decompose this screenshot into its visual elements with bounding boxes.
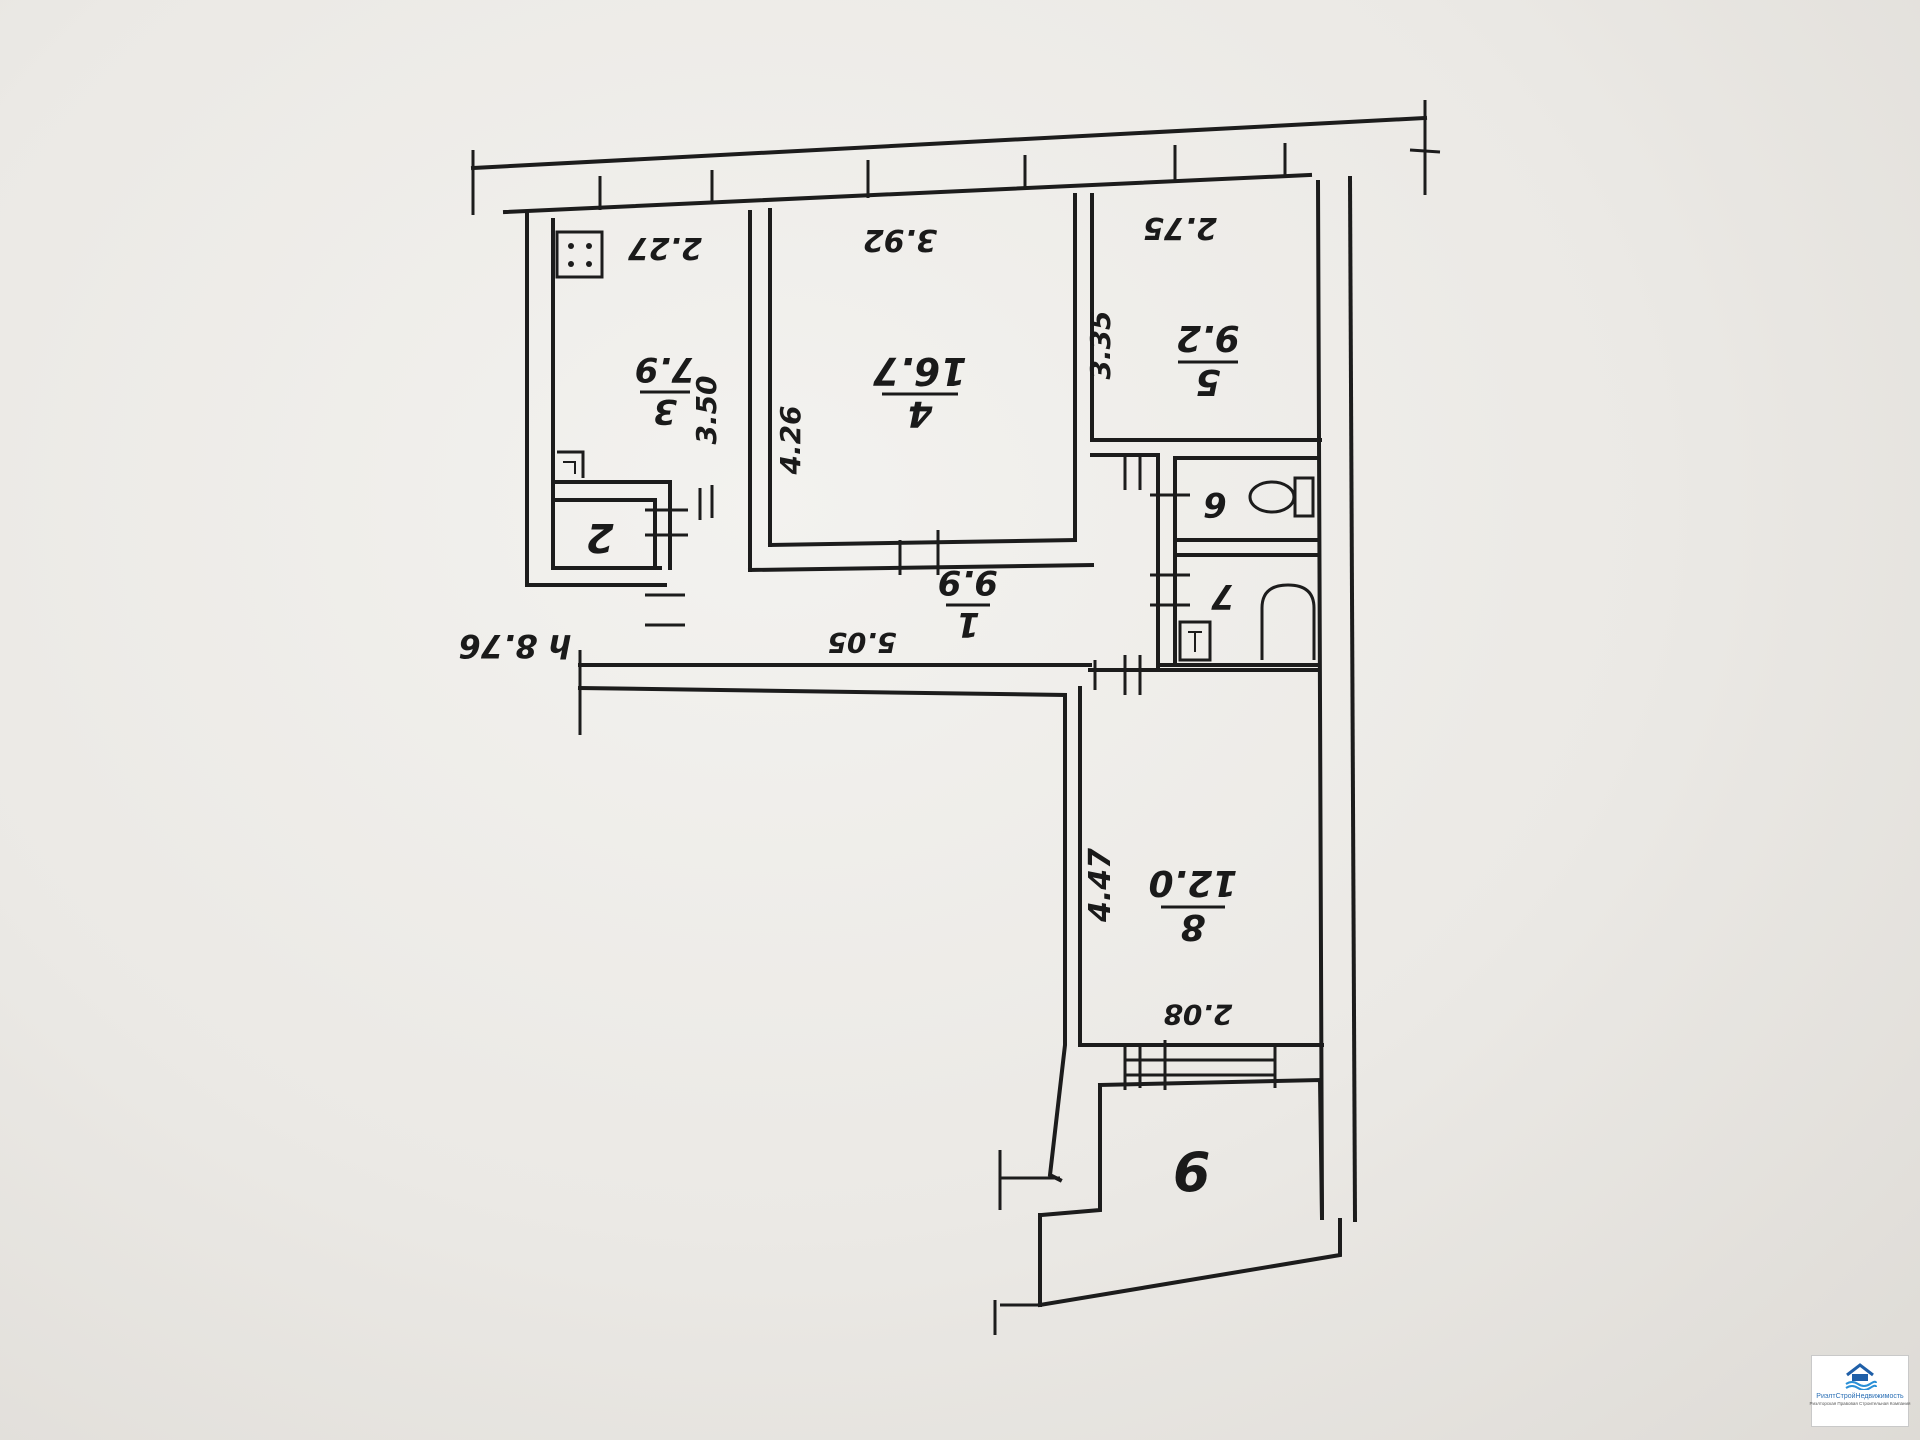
kitchen-length-dim: 3.50	[690, 375, 723, 444]
room-7-label: 7	[1211, 576, 1235, 616]
room-2-label: 2	[586, 514, 614, 560]
svg-text:9.2: 9.2	[1176, 317, 1240, 358]
svg-text:16.7: 16.7	[873, 349, 967, 393]
room-labels: 1 9.9 2 3 7.9 4 16.7 5 9.2 6 7 8	[586, 317, 1240, 1202]
dimension-labels: 2.27 3.50 3.92 4.26 2.75 3.35 5.05 h 8.7…	[459, 210, 1233, 1031]
hall-length-dim: 5.05	[827, 626, 896, 659]
room-8-label: 8 12.0	[1149, 862, 1238, 947]
room-1-label: 1 9.9	[938, 562, 998, 644]
room8-length-dim: 4.47	[1083, 848, 1118, 923]
living-length-dim: 4.26	[774, 405, 807, 475]
svg-text:3: 3	[653, 391, 677, 431]
room8-width-dim: 2.08	[1163, 998, 1232, 1031]
room-6-label: 6	[1203, 484, 1227, 524]
room-5-label: 5 9.2	[1176, 317, 1240, 402]
boiler-icon	[1178, 620, 1212, 662]
svg-text:1: 1	[956, 604, 980, 644]
room-3-label: 3 7.9	[635, 349, 695, 431]
bedroom-width-dim: 2.75	[1143, 210, 1217, 245]
svg-text:9: 9	[1173, 1139, 1211, 1202]
company-logo: РиэлтСтройНедвижимость Риэлторская Право…	[1809, 1355, 1911, 1427]
svg-text:7.9: 7.9	[635, 349, 695, 389]
walls	[470, 100, 1441, 1335]
height-dim: h 8.76	[459, 627, 572, 665]
svg-text:6: 6	[1203, 484, 1227, 524]
kitchen-width-dim: 2.27	[628, 230, 702, 265]
logo-name: РиэлтСтройНедвижимость	[1816, 1393, 1904, 1400]
svg-text:7: 7	[1211, 576, 1235, 616]
stove-icon	[555, 230, 604, 279]
toilet-icon	[1248, 476, 1315, 518]
room-9-label: 9	[1173, 1139, 1211, 1202]
room-4-label: 4 16.7	[873, 349, 967, 434]
house-wave-icon	[1845, 1363, 1877, 1390]
svg-text:2: 2	[586, 514, 614, 560]
svg-text:4: 4	[907, 393, 933, 434]
bedroom-length-dim: 3.35	[1084, 310, 1117, 379]
living-width-dim: 3.92	[863, 222, 937, 257]
svg-text:8: 8	[1180, 906, 1205, 947]
svg-text:9.9: 9.9	[938, 562, 998, 602]
svg-text:12.0: 12.0	[1149, 862, 1238, 903]
bathtub-icon	[1260, 583, 1316, 660]
svg-text:5: 5	[1195, 361, 1220, 402]
sink-icon	[557, 450, 585, 478]
logo-tagline: Риэлторская Правовая Строительная Компан…	[1809, 1401, 1911, 1406]
